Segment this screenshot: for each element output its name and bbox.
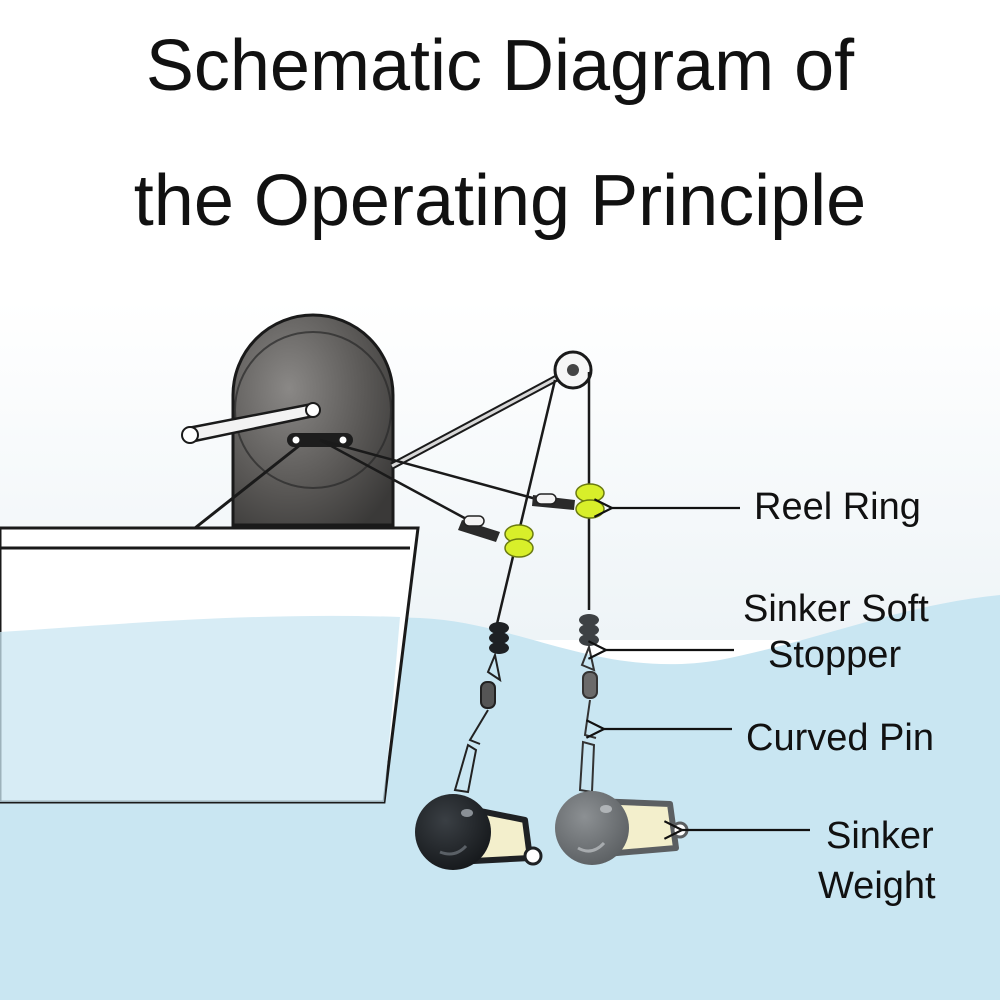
boom-arm	[390, 368, 570, 470]
label-reel-ring: Reel Ring	[754, 486, 921, 528]
boat-hull	[0, 526, 420, 804]
soft-stopper-left	[489, 622, 509, 654]
swivel-snap-right	[578, 643, 598, 794]
label-curved-pin: Curved Pin	[746, 717, 934, 759]
label-sinker-weight-line2: Weight	[818, 865, 936, 907]
label-sinker-soft-line2: Stopper	[768, 634, 901, 676]
title-line-2: the Operating Principle	[133, 161, 867, 241]
swivel-snap-left	[453, 651, 502, 794]
title-line-1: Schematic Diagram of	[145, 26, 855, 106]
downrigger-reel	[181, 313, 395, 530]
reel-ring-stopper-left	[504, 524, 534, 558]
pulley	[553, 350, 593, 390]
crank-handle	[181, 402, 321, 444]
label-sinker-soft-line1: Sinker Soft	[743, 588, 929, 630]
callout-arrows	[604, 508, 810, 830]
label-sinker-weight-line1: Sinker	[826, 815, 934, 857]
sinker-weight-left	[415, 794, 543, 870]
release-clip-left	[458, 515, 500, 542]
soft-stopper-right	[579, 614, 599, 646]
release-clip-right	[532, 493, 575, 510]
